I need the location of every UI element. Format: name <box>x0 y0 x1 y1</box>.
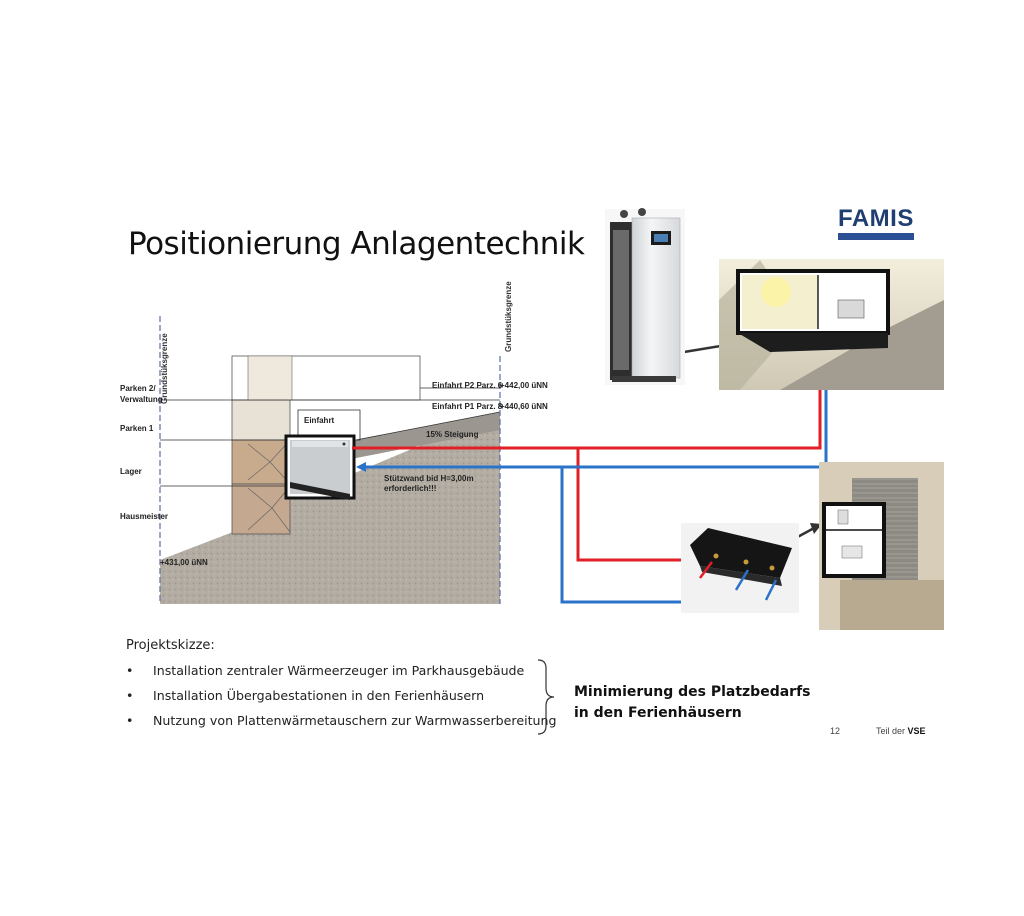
famis-logo: FAMIS <box>838 206 914 240</box>
boiler-photo <box>605 208 685 385</box>
level-label-parken1: Parken 1 <box>120 424 154 433</box>
retaining-wall-line1: Stützwand bid H=3,00m <box>384 474 474 483</box>
elevation-440: +440,60 üNN <box>500 402 548 411</box>
level-lines <box>160 387 501 487</box>
page-title: Positionierung Anlagentechnik <box>128 226 585 262</box>
holiday-house-photo-1 <box>719 259 944 390</box>
entrance-box-label: Einfahrt <box>304 416 335 425</box>
slope-label: 15% Steigung <box>426 430 479 439</box>
project-sketch-list: Installation zentraler Wärmeerzeuger im … <box>126 661 556 736</box>
list-item: Installation Übergabestationen in den Fe… <box>126 686 556 711</box>
boundary-label-right: Grundstüksgrenze <box>504 281 513 352</box>
curly-brace <box>537 659 555 735</box>
heat-generator-box <box>284 434 356 500</box>
conclusion-line1: Minimierung des Platzbedarfs <box>574 684 811 700</box>
list-item: Nutzung von Plattenwärmetauschern zur Wa… <box>126 711 556 736</box>
project-sketch-heading: Projektskizze: <box>126 638 215 653</box>
list-item: Installation zentraler Wärmeerzeuger im … <box>126 661 556 686</box>
retaining-wall-line2: erforderlich!!! <box>384 484 437 493</box>
entrance-p1-label: Einfahrt P1 Parz. 8 <box>432 402 503 411</box>
level-label-parken2: Parken 2/ <box>120 384 156 393</box>
footer-tag: Teil der VSE <box>876 726 926 736</box>
elevation-442: +442,00 üNN <box>500 381 548 390</box>
page-number: 12 <box>830 726 841 736</box>
holiday-house-photo-2 <box>819 462 944 630</box>
elevation-431: +431,00 üNN <box>160 558 208 567</box>
level-label-lager: Lager <box>120 467 142 476</box>
return-arrowhead <box>356 462 366 472</box>
transfer-station-photo <box>681 523 799 613</box>
footer-tag-text: Teil der <box>876 726 906 736</box>
project-sketch: Projektskizze: Installation zentraler Wä… <box>126 638 556 736</box>
conclusion-line2: in den Ferienhäusern <box>574 705 742 721</box>
level-label-verwaltung: Verwaltung <box>120 395 163 404</box>
logo-text: FAMIS <box>838 205 914 232</box>
conclusion: Minimierung des Platzbedarfs in den Feri… <box>574 682 811 724</box>
footer-brand: VSE <box>907 726 926 736</box>
parking-building <box>231 355 421 535</box>
logo-bar <box>838 233 914 240</box>
level-label-hausmeister: Hausmeister <box>120 512 169 521</box>
boundary-label-left: Grundstüksgrenze <box>160 333 169 404</box>
entrance-p2-label: Einfahrt P2 Parz. 6 <box>432 381 503 390</box>
terrain <box>160 412 500 604</box>
